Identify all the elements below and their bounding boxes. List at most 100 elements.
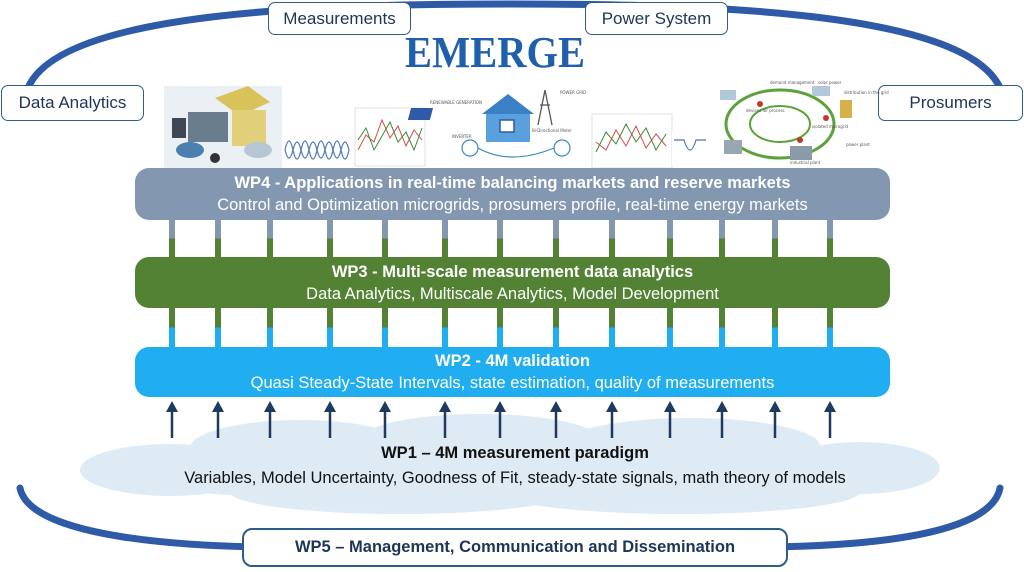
arrow-head-7 (494, 401, 506, 412)
connector-wp3-wp2-8 (553, 308, 559, 328)
power-system-label: Power System (585, 2, 728, 35)
wp1-title: WP1 – 4M measurement paradigm (381, 444, 649, 462)
chart-image-2 (591, 113, 673, 169)
arrow-head-2 (212, 401, 224, 412)
connector-wp4-wp3-7 (497, 238, 503, 257)
prosumers-label: Prosumers (878, 85, 1023, 121)
connector-wp4-wp3-5 (382, 220, 388, 239)
wp5-box: WP5 – Management, Communication and Diss… (242, 528, 788, 567)
arrow-head-9 (606, 401, 618, 412)
wp1-wp2-arrows (166, 401, 836, 438)
connector-wp3-wp2-7 (497, 327, 503, 347)
data-analytics-label: Data Analytics (1, 85, 144, 121)
wp1-subtitle: Variables, Model Uncertainty, Goodness o… (184, 469, 846, 487)
connector-wp4-wp3-1 (169, 220, 175, 239)
connector-wp3-wp2-12 (772, 308, 778, 328)
energy-house-image: RENEWABLE GENERATION POWER GRID INVERTER… (407, 89, 586, 158)
connector-wp4-wp3-12 (772, 238, 778, 257)
arrow-head-5 (379, 401, 391, 412)
connector-wp3-wp2-4 (327, 327, 333, 347)
arrow-head-6 (439, 401, 451, 412)
connector-wp4-wp3-8 (553, 238, 559, 257)
connector-wp4-wp3-4 (327, 238, 333, 257)
svg-text:power plant: power plant (846, 142, 870, 147)
wp3-title: WP3 - Multi-scale measurement data analy… (331, 263, 694, 281)
connector-wp3-wp2-9 (609, 327, 615, 347)
connector-wp3-wp2-3 (267, 308, 273, 328)
wp2-title: WP2 - 4M validation (435, 352, 590, 370)
connector-wp4-wp3-9 (609, 238, 615, 257)
wp4-subtitle: Control and Optimization microgrids, pro… (217, 196, 808, 214)
connector-wp4-wp3-13 (827, 238, 833, 257)
wp3-subtitle: Data Analytics, Multiscale Analytics, Mo… (306, 285, 719, 303)
connector-wp3-wp2-10 (667, 327, 673, 347)
connector-wp4-wp3-11 (719, 220, 725, 239)
wp4-title: WP4 - Applications in real-time balancin… (234, 174, 791, 192)
connector-wp4-wp3-10 (667, 220, 673, 239)
wp4-bar: WP4 - Applications in real-time balancin… (135, 168, 890, 220)
svg-text:isolated microgrid: isolated microgrid (812, 124, 849, 129)
connector-wp4-wp3-9 (609, 220, 615, 239)
connector-wp3-wp2-11 (719, 308, 725, 328)
connector-wp4-wp3-6 (442, 238, 448, 257)
emerge-logo: EMERGE (405, 27, 585, 77)
svg-text:devices for process: devices for process (746, 108, 785, 113)
connector-wp3-wp2-7 (497, 308, 503, 328)
svg-text:INVERTER: INVERTER (452, 134, 472, 139)
wp2-subtitle: Quasi Steady-State Intervals, state esti… (250, 374, 775, 392)
wp1-block: WP1 – 4M measurement paradigm Variables,… (120, 444, 910, 488)
waveform-image-1 (282, 130, 352, 168)
svg-text:industrial plant: industrial plant (790, 160, 821, 165)
arrow-head-13 (824, 401, 836, 412)
arrow-head-10 (664, 401, 676, 412)
connector-wp4-wp3-5 (382, 238, 388, 257)
wp1-cloud (80, 414, 940, 514)
connector-wp3-wp2-6 (442, 308, 448, 328)
connector-wp4-wp3-11 (719, 238, 725, 257)
arrow-head-3 (264, 401, 276, 412)
connector-wp3-wp2-6 (442, 327, 448, 347)
connector-wp3-wp2-1 (169, 308, 175, 328)
connector-wp3-wp2-12 (772, 327, 778, 347)
svg-text:distribution in the grid: distribution in the grid (844, 90, 889, 95)
connector-wp3-wp2-1 (169, 327, 175, 347)
connector-wp4-wp3-12 (772, 220, 778, 239)
arrow-head-1 (166, 401, 178, 412)
microgrid-image: demand management solar power distributi… (708, 78, 889, 168)
connector-wp3-wp2-13 (827, 308, 833, 328)
smart-home-image (164, 86, 282, 168)
connector-wp4-wp3-2 (215, 238, 221, 257)
connector-wp3-wp2-4 (327, 308, 333, 328)
arrow-head-8 (550, 401, 562, 412)
connector-wp4-wp3-7 (497, 220, 503, 239)
connector-wp3-wp2-3 (267, 327, 273, 347)
connector-wp4-wp3-3 (267, 238, 273, 257)
connector-wp3-wp2-13 (827, 327, 833, 347)
arrow-head-4 (324, 401, 336, 412)
bottom-loop-arc (16, 484, 1004, 551)
wp3-bar: WP3 - Multi-scale measurement data analy… (135, 257, 890, 308)
connector-wp4-wp3-10 (667, 238, 673, 257)
connector-wp3-wp2-5 (382, 327, 388, 347)
connector-wp4-wp3-8 (553, 220, 559, 239)
connector-wp4-wp3-6 (442, 220, 448, 239)
connector-wp3-wp2-2 (215, 308, 221, 328)
svg-text:solar power: solar power (818, 80, 842, 85)
connector-wp4-wp3-1 (169, 238, 175, 257)
connector-wp3-wp2-10 (667, 308, 673, 328)
connector-wp4-wp3-13 (827, 220, 833, 239)
wp2-bar: WP2 - 4M validation Quasi Steady-State I… (135, 347, 890, 397)
connector-wp3-wp2-9 (609, 308, 615, 328)
arrow-head-11 (716, 401, 728, 412)
connector-wp4-wp3-4 (327, 220, 333, 239)
svg-text:demand management: demand management (770, 80, 815, 85)
measurements-label: Measurements (268, 2, 411, 35)
connector-wp4-wp3-2 (215, 220, 221, 239)
wp3-wp2-connectors (169, 308, 833, 347)
connector-wp3-wp2-11 (719, 327, 725, 347)
connector-wp3-wp2-2 (215, 327, 221, 347)
connector-wp4-wp3-3 (267, 220, 273, 239)
chart-image-3 (672, 130, 708, 166)
